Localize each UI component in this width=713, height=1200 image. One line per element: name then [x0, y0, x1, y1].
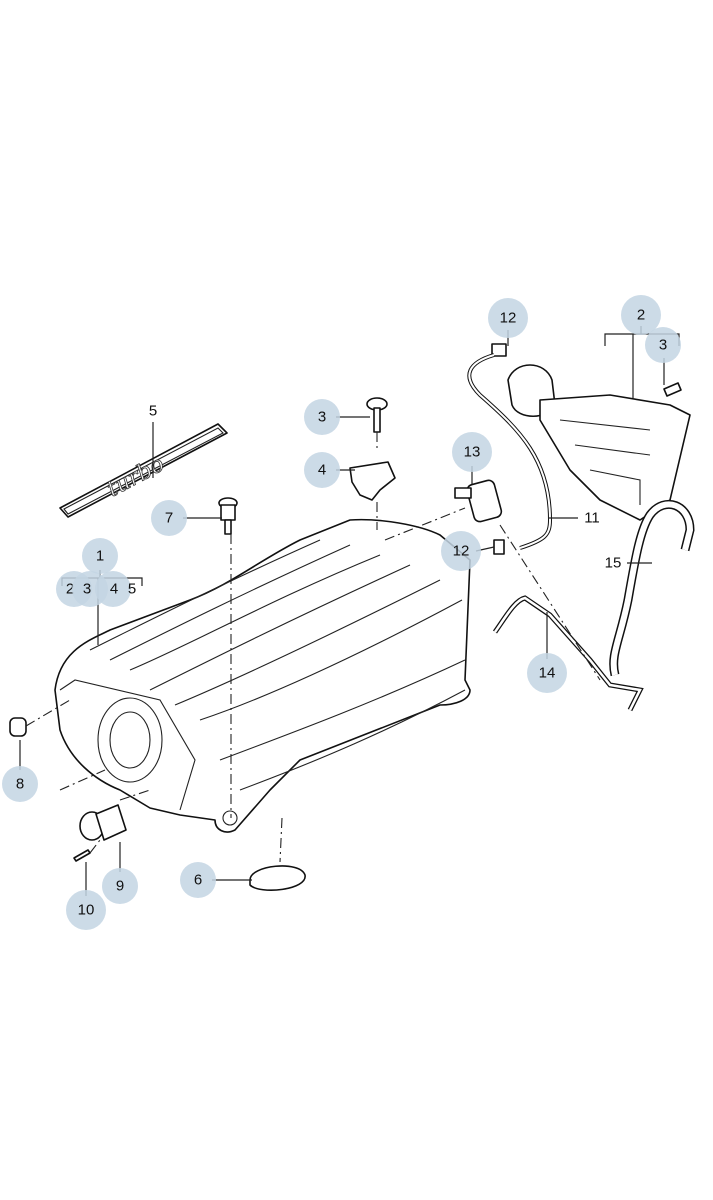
callout-label: 14: [539, 665, 556, 682]
plug-part-7: [218, 497, 238, 535]
hose-part-11-inner: [468, 354, 552, 549]
callout-label: 5: [149, 403, 157, 420]
gasket-part-6: [249, 865, 306, 891]
callout-3-bolt[interactable]: 3: [304, 399, 340, 435]
callout-15[interactable]: 15: [605, 555, 622, 572]
valve-part-9: [79, 804, 127, 841]
callout-11[interactable]: 11: [584, 510, 600, 527]
callout-label: 12: [500, 310, 517, 327]
callout-label: 3: [318, 409, 326, 426]
callout-7[interactable]: 7: [151, 500, 187, 536]
callout-5[interactable]: 5: [149, 403, 157, 420]
pipe-part-14-inner: [493, 596, 642, 711]
callout-label: 4: [110, 581, 118, 598]
callout-group-4[interactable]: 4: [95, 571, 131, 607]
assembly-lines: [25, 432, 601, 863]
turbo-logo-text: turbo: [103, 452, 168, 503]
callout-label: 15: [605, 555, 622, 572]
callout-group-5[interactable]: 5: [128, 581, 136, 598]
callout-label: 10: [78, 902, 95, 919]
callout-9[interactable]: 9: [102, 868, 138, 904]
screw-part-10: [73, 849, 91, 862]
sensor-part-4: [349, 461, 396, 501]
callout-label: 2: [637, 307, 645, 324]
callout-label: 5: [128, 581, 136, 598]
callout-label: 9: [116, 878, 124, 895]
callout-3-bracket[interactable]: 3: [645, 327, 681, 363]
turbo-badge-part: turbo: [59, 423, 228, 518]
callout-13[interactable]: 13: [452, 432, 492, 472]
hose-part-15: [609, 499, 695, 677]
callout-label: 13: [464, 444, 481, 461]
cap-part-8: [9, 717, 27, 737]
callout-12-mid[interactable]: 12: [441, 531, 481, 571]
connector-part-12: [493, 539, 505, 555]
callout-label: 11: [584, 510, 600, 527]
solenoid-part-13: [454, 479, 503, 523]
callout-label: 6: [194, 872, 202, 889]
intake-manifold-part: [54, 518, 471, 833]
callout-label: 3: [659, 337, 667, 354]
bolt-part-3: [366, 397, 388, 433]
hose-part-15-inner: [610, 501, 694, 676]
callout-12-top[interactable]: 12: [488, 298, 528, 338]
callout-label: 8: [16, 776, 24, 793]
callout-4[interactable]: 4: [304, 452, 340, 488]
callout-label: 7: [165, 510, 173, 527]
callout-2-bracket[interactable]: 2: [621, 295, 661, 335]
callout-label: 12: [453, 543, 470, 560]
actuator-part: [491, 343, 691, 521]
callout-6[interactable]: 6: [180, 862, 216, 898]
callout-label: 1: [96, 548, 104, 565]
callout-8[interactable]: 8: [2, 766, 38, 802]
callout-label: 3: [83, 581, 91, 598]
callout-label: 2: [66, 581, 74, 598]
callout-1[interactable]: 1: [82, 538, 118, 574]
callout-14[interactable]: 14: [527, 653, 567, 693]
callout-label: 4: [318, 462, 326, 479]
callout-10[interactable]: 10: [66, 890, 106, 930]
